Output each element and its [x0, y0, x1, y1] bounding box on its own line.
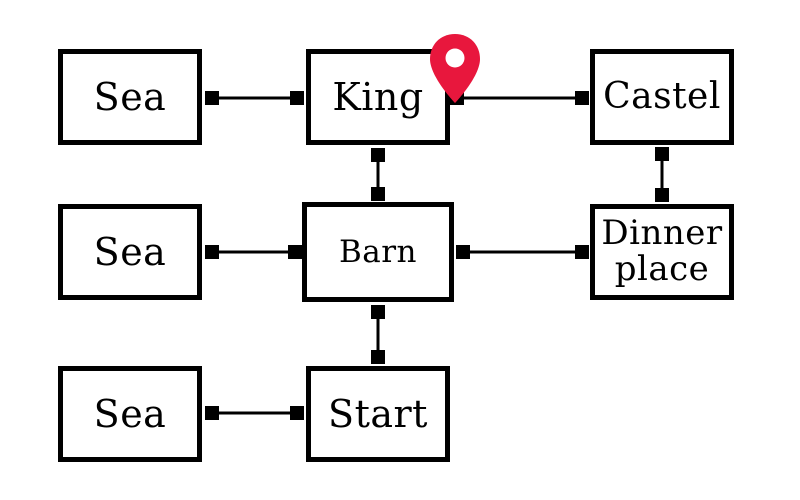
- connector-king-barn: [371, 148, 385, 201]
- connector-sea-top-king: [205, 91, 304, 105]
- connector-sea-mid-barn: [205, 245, 302, 259]
- connector-barn-dinner: [456, 245, 589, 259]
- node-dinner-place[interactable]: Dinner place: [590, 204, 734, 300]
- connector-barn-start: [371, 305, 385, 364]
- node-label: Sea: [93, 230, 167, 274]
- node-label: Castel: [603, 76, 721, 117]
- node-label: Sea: [93, 75, 167, 119]
- node-castel[interactable]: Castel: [590, 49, 734, 145]
- node-king[interactable]: King: [306, 49, 450, 145]
- connector-sea-bottom-start: [205, 406, 304, 420]
- map-pin-icon: [430, 34, 480, 103]
- node-sea-bottom[interactable]: Sea: [58, 366, 202, 462]
- node-label: Start: [328, 392, 428, 436]
- node-barn[interactable]: Barn: [302, 202, 454, 302]
- connector-castel-dinner: [655, 147, 669, 202]
- node-label: Barn: [338, 233, 418, 270]
- node-sea-top[interactable]: Sea: [58, 49, 202, 145]
- node-sea-mid[interactable]: Sea: [58, 204, 202, 300]
- node-start[interactable]: Start: [306, 366, 450, 462]
- node-label: Dinner place: [601, 213, 723, 289]
- node-label: Sea: [93, 392, 167, 436]
- node-label: King: [332, 75, 424, 119]
